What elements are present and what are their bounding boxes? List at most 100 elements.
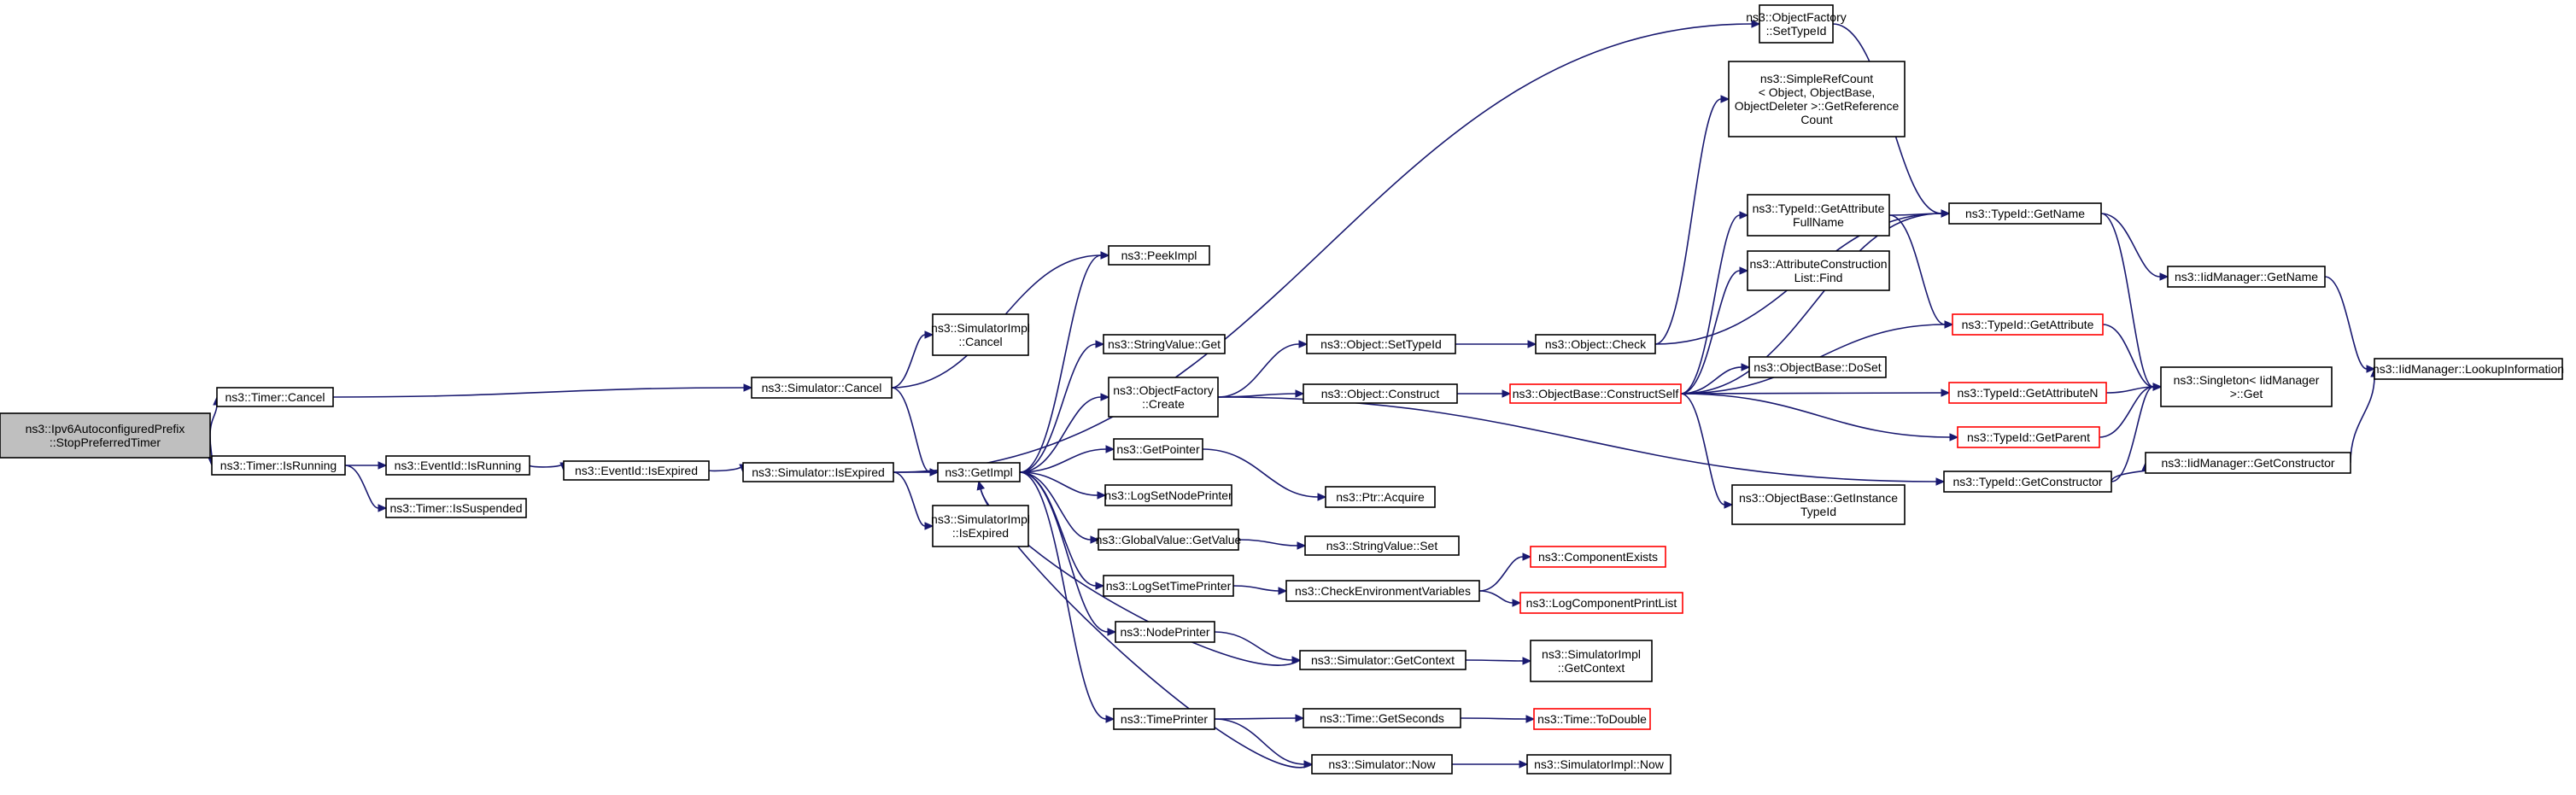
graph-node[interactable]: ns3::Timer::Cancel — [216, 387, 334, 407]
node-label: ns3::ObjectFactory — [1746, 10, 1847, 24]
graph-node[interactable]: ns3::Ipv6AutoconfiguredPrefix::StopPrefe… — [0, 412, 211, 459]
node-label: ns3::AttributeConstruction — [1749, 257, 1887, 271]
call-edge — [1465, 657, 1532, 665]
edge-line — [1478, 556, 1524, 592]
graph-node[interactable]: ns3::Timer::IsRunning — [211, 455, 346, 476]
graph-node[interactable]: ns3::ObjectFactory::SetTypeId — [1746, 4, 1847, 44]
node-box — [1530, 640, 1653, 682]
graph-node[interactable]: ns3::ObjectFactory::Create — [1108, 377, 1219, 418]
node-box — [1108, 377, 1219, 418]
graph-node[interactable]: ns3::TypeId::GetName — [1948, 202, 2102, 225]
graph-node[interactable]: ns3::SimulatorImpl::IsExpired — [931, 505, 1030, 547]
call-edges — [208, 20, 2379, 769]
node-label: ns3::IidManager::GetConstructor — [2161, 456, 2334, 470]
node-label: ns3::LogSetNodePrinter — [1104, 488, 1232, 502]
node-label: ::GetContext — [1558, 661, 1625, 675]
arrowhead-icon — [1522, 657, 1532, 665]
graph-node[interactable]: ns3::SimulatorImpl::Cancel — [931, 313, 1030, 356]
node-box — [1285, 580, 1480, 602]
graph-node[interactable]: ns3::EventId::IsRunning — [385, 455, 530, 476]
graph-node[interactable]: ns3::LogComponentPrintList — [1519, 592, 1683, 614]
node-label: ns3::Simulator::Now — [1328, 757, 1436, 771]
graph-node[interactable]: ns3::Object::Check — [1535, 334, 1656, 354]
graph-node[interactable]: ns3::GetPointer — [1113, 438, 1203, 460]
node-box — [1748, 356, 1887, 378]
graph-node[interactable]: ns3::Time::ToDouble — [1533, 708, 1651, 730]
graph-node[interactable]: ns3::Object::Construct — [1303, 383, 1458, 404]
graph-node[interactable]: ns3::Simulator::IsExpired — [742, 462, 894, 482]
graph-node[interactable]: ns3::SimulatorImpl::GetContext — [1530, 640, 1653, 682]
graph-node[interactable]: ns3::Ptr::Acquire — [1325, 486, 1436, 508]
graph-node[interactable]: ns3::Simulator::GetContext — [1299, 650, 1467, 670]
node-box — [211, 455, 346, 476]
graph-node[interactable]: ns3::Time::GetSeconds — [1303, 708, 1461, 728]
graph-node[interactable]: ns3::EventId::IsExpired — [563, 460, 710, 481]
node-label: List::Find — [1794, 271, 1843, 284]
edge-line — [1680, 214, 1741, 395]
call-edge — [1455, 340, 1537, 348]
graph-node[interactable]: ns3::ComponentExists — [1530, 546, 1666, 568]
node-box — [1303, 708, 1461, 728]
node-label: ns3::LogSetTimePrinter — [1106, 579, 1232, 593]
graph-node[interactable]: ns3::Singleton< IidManager >::Get — [2160, 366, 2333, 407]
graph-node[interactable]: ns3::Simulator::Now — [1311, 754, 1453, 775]
node-box — [1957, 426, 2100, 448]
graph-node[interactable]: ns3::NodePrinter — [1115, 621, 1215, 643]
call-edge — [1460, 715, 1536, 723]
edge-line — [1217, 343, 1300, 398]
graph-node[interactable]: ns3::IidManager::GetConstructor — [2145, 452, 2351, 474]
node-label: ::Create — [1142, 397, 1185, 411]
graph-node[interactable]: ns3::Simulator::Cancel — [751, 377, 893, 399]
arrowhead-icon — [1107, 628, 1117, 636]
graph-node[interactable]: ns3::SimpleRefCount< Object, ObjectBase,… — [1728, 61, 1906, 137]
graph-node[interactable]: ns3::TimePrinter — [1113, 708, 1215, 730]
arrowhead-icon — [1751, 20, 1761, 28]
graph-node[interactable]: ns3::CheckEnvironmentVariables — [1285, 580, 1480, 602]
graph-node[interactable]: ns3::SimulatorImpl::Now — [1526, 754, 1671, 775]
call-edge — [1457, 389, 1512, 398]
node-label: ns3::TypeId::GetName — [1965, 207, 2085, 220]
graph-node[interactable]: ns3::TypeId::GetParent — [1957, 426, 2100, 448]
graph-node[interactable]: ns3::ObjectBase::DoSet — [1748, 356, 1887, 378]
graph-node[interactable]: ns3::GetImpl — [937, 462, 1021, 482]
call-edge — [1232, 585, 1288, 595]
edge-line — [1238, 539, 1298, 547]
graph-node[interactable]: ns3::StringValue::Get — [1103, 334, 1226, 354]
edge-line — [1019, 471, 1107, 720]
call-edge — [344, 461, 388, 470]
node-label: ns3::StringValue::Set — [1326, 539, 1438, 552]
arrowhead-icon — [1278, 587, 1288, 595]
node-label: ns3::SimpleRefCount — [1760, 72, 1873, 85]
graph-node[interactable]: ns3::IidManager::LookupInformation — [2373, 358, 2564, 380]
graph-node[interactable]: ns3::GlobalValue::GetValue — [1096, 529, 1242, 551]
edge-line — [1019, 448, 1107, 473]
edge-line — [2100, 213, 2154, 388]
arrowhead-icon — [1295, 389, 1305, 398]
graph-node[interactable]: ns3::IidManager::GetName — [2167, 266, 2326, 288]
edge-line — [2324, 276, 2368, 370]
graph-node[interactable]: ns3::Object::SetTypeId — [1306, 334, 1456, 354]
graph-node[interactable]: ns3::StringValue::Set — [1304, 535, 1460, 556]
node-label: ns3::Time::GetSeconds — [1320, 711, 1444, 725]
graph-node[interactable]: ns3::LogSetNodePrinter — [1104, 484, 1232, 506]
graph-node[interactable]: ns3::TypeId::GetAttribute — [1952, 313, 2104, 336]
graph-node[interactable]: ns3::TypeId::GetAttributeN — [1948, 382, 2107, 404]
call-edge — [893, 20, 1761, 473]
node-box — [1731, 484, 1906, 525]
node-label: ns3::CheckEnvironmentVariables — [1295, 584, 1471, 598]
graph-node[interactable]: ns3::LogSetTimePrinter — [1103, 575, 1234, 597]
node-label: ns3::IidManager::GetName — [2175, 270, 2318, 284]
graph-node[interactable]: ns3::TypeId::GetConstructor — [1943, 471, 2112, 493]
node-label: ns3::TimePrinter — [1121, 712, 1209, 726]
node-box — [1759, 4, 1834, 44]
graph-node[interactable]: ns3::ObjectBase::ConstructSelf — [1509, 383, 1682, 404]
call-edge — [1019, 471, 1107, 500]
graph-node[interactable]: ns3::PeekImpl — [1108, 245, 1210, 266]
node-label: ns3::Timer::IsSuspended — [389, 501, 522, 515]
call-edge — [2099, 383, 2163, 438]
arrowhead-icon — [976, 480, 985, 491]
graph-node[interactable]: ns3::Timer::IsSuspended — [385, 498, 527, 518]
